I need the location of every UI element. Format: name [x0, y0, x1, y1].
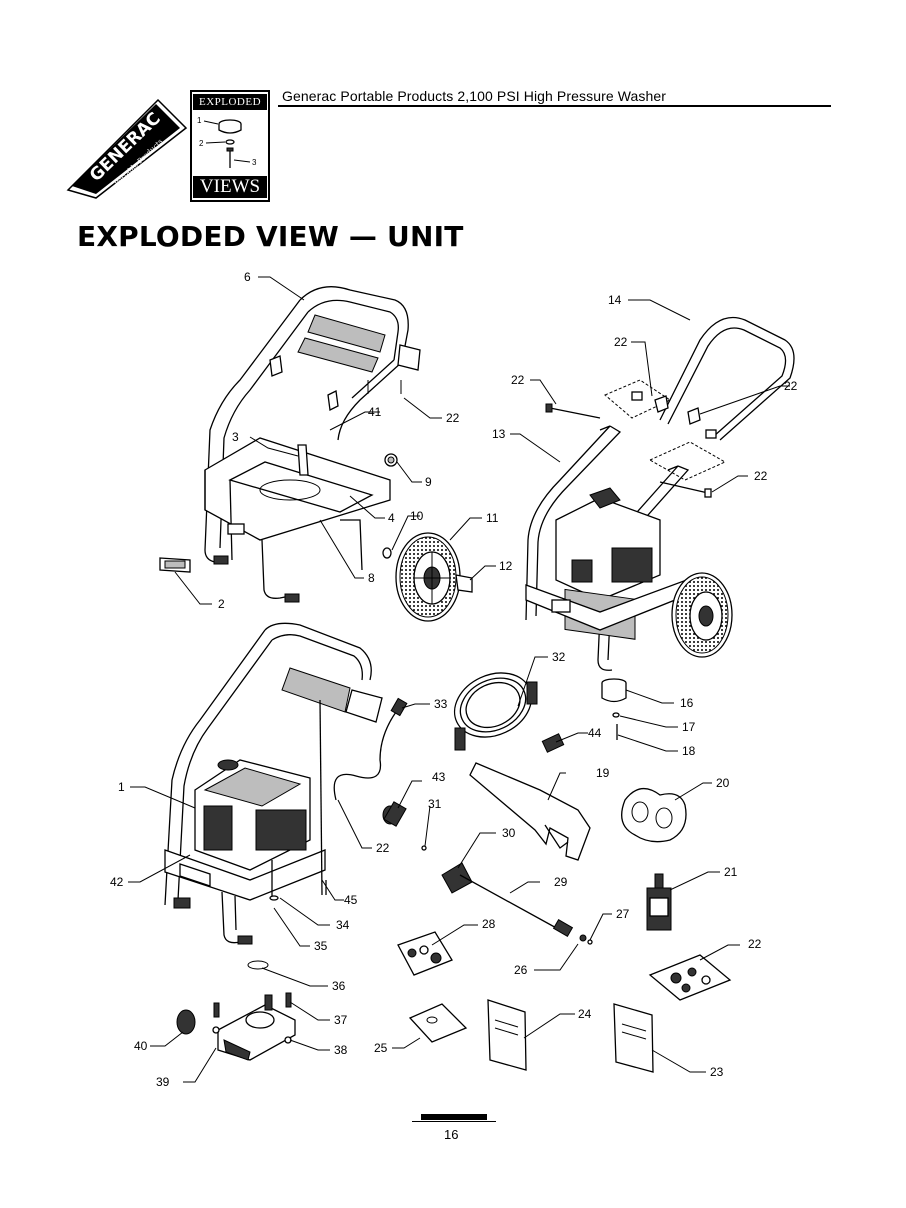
callout-10: 10 — [410, 509, 424, 523]
wheel-top — [382, 532, 473, 622]
footer-bar — [421, 1114, 487, 1120]
page-number: 16 — [444, 1127, 459, 1142]
callout-11: 11 — [486, 511, 499, 525]
callout-31: 31 — [428, 797, 442, 811]
callout-13: 13 — [492, 427, 506, 441]
callout-38: 38 — [334, 1043, 348, 1057]
exploded-views-badge: EXPLODED 1 2 3 VIEWS — [190, 90, 270, 202]
callout-35: 35 — [314, 939, 328, 953]
callout-4: 4 — [388, 511, 395, 525]
main-unit-assembly — [164, 622, 408, 945]
callout-33: 33 — [434, 697, 448, 711]
callout-1: 1 — [118, 780, 125, 794]
header-rule — [278, 105, 831, 107]
frame-assembly — [159, 286, 421, 603]
badge-bottom-label: VIEWS — [193, 176, 267, 198]
callout-32: 32 — [552, 650, 566, 664]
callout-22-e: 22 — [754, 469, 768, 483]
callout-36: 36 — [332, 979, 346, 993]
callout-3: 3 — [232, 430, 239, 444]
callout-44: 44 — [588, 726, 602, 740]
callout-23: 23 — [710, 1065, 724, 1079]
high-pressure-hose — [453, 672, 538, 751]
badge-callout-2: 2 — [199, 139, 204, 148]
callout-45: 45 — [344, 893, 358, 907]
callout-21: 21 — [724, 865, 738, 879]
callout-18: 18 — [682, 744, 696, 758]
page-heading: EXPLODED VIEW — UNIT — [77, 220, 464, 253]
callout-2: 2 — [218, 597, 225, 611]
document-title: Generac Portable Products 2,100 PSI High… — [282, 88, 667, 104]
callout-22-b: 22 — [614, 335, 628, 349]
badge-callout-3: 3 — [252, 158, 257, 167]
handle-and-engine-assembly — [525, 316, 795, 740]
badge-callout-1: 1 — [197, 116, 202, 125]
badge-illustration: 1 2 3 — [197, 116, 257, 168]
badge-top-label: EXPLODED — [193, 94, 267, 110]
footer-rule — [412, 1121, 496, 1122]
callout-14: 14 — [608, 293, 622, 307]
callout-19: 19 — [596, 766, 610, 780]
callout-22-f: 22 — [748, 937, 762, 951]
pump-assembly — [176, 960, 296, 1061]
callout-22-d: 22 — [784, 379, 798, 393]
callout-26: 26 — [514, 963, 528, 977]
callout-30: 30 — [502, 826, 516, 840]
callout-43: 43 — [432, 770, 446, 784]
callout-9: 9 — [425, 475, 432, 489]
callout-22-g: 22 — [376, 841, 390, 855]
callout-6: 6 — [244, 270, 251, 284]
callout-labels: 6 41 22 3 9 4 8 2 10 11 12 14 22 22 22 1… — [110, 270, 798, 1089]
callout-17: 17 — [682, 720, 696, 734]
callout-12: 12 — [499, 559, 513, 573]
callout-16: 16 — [680, 696, 694, 710]
callout-27: 27 — [616, 907, 630, 921]
callout-22-a: 22 — [446, 411, 460, 425]
generac-logo: GENERAC Portable Products — [66, 98, 188, 199]
callout-28: 28 — [482, 917, 496, 931]
callout-24: 24 — [578, 1007, 592, 1021]
callout-39: 39 — [156, 1075, 170, 1089]
callout-37: 37 — [334, 1013, 348, 1027]
callout-29: 29 — [554, 875, 568, 889]
callout-41: 41 — [368, 405, 382, 419]
callout-40: 40 — [134, 1039, 148, 1053]
callout-34: 34 — [336, 918, 350, 932]
callout-42: 42 — [110, 875, 124, 889]
callout-25: 25 — [374, 1041, 388, 1055]
leader-lines — [128, 276, 790, 1083]
callout-22-c: 22 — [511, 373, 525, 387]
callout-8: 8 — [368, 571, 375, 585]
accessory-parts — [382, 733, 732, 1073]
callout-20: 20 — [716, 776, 730, 790]
